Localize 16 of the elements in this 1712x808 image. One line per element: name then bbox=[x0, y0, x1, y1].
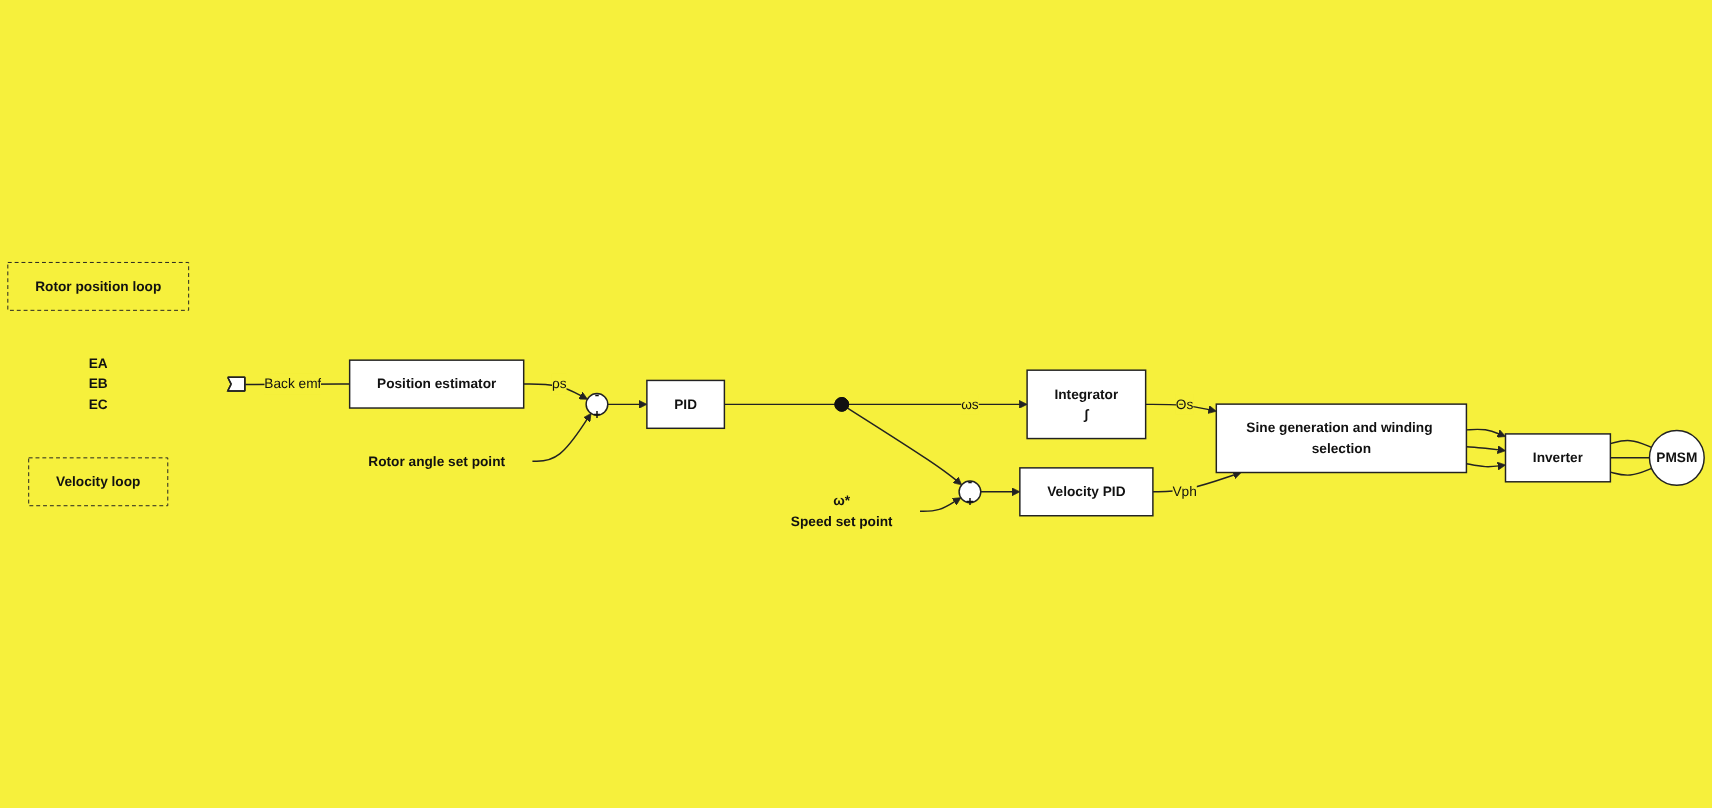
arrow bbox=[1465, 428, 1506, 438]
arrow bbox=[607, 400, 648, 409]
arrow bbox=[919, 497, 962, 513]
connector bbox=[723, 403, 836, 406]
connector bbox=[1609, 439, 1653, 449]
connector bbox=[1609, 457, 1651, 459]
arrow bbox=[846, 407, 962, 486]
arrow bbox=[1465, 461, 1506, 471]
arrow bbox=[1465, 445, 1506, 454]
arrow bbox=[531, 413, 592, 462]
connector bbox=[1609, 467, 1653, 476]
arrow bbox=[980, 487, 1021, 497]
arrow bbox=[847, 400, 1028, 409]
arrow bbox=[1144, 403, 1217, 414]
arrow bbox=[1152, 470, 1242, 493]
arrow bbox=[522, 383, 588, 400]
